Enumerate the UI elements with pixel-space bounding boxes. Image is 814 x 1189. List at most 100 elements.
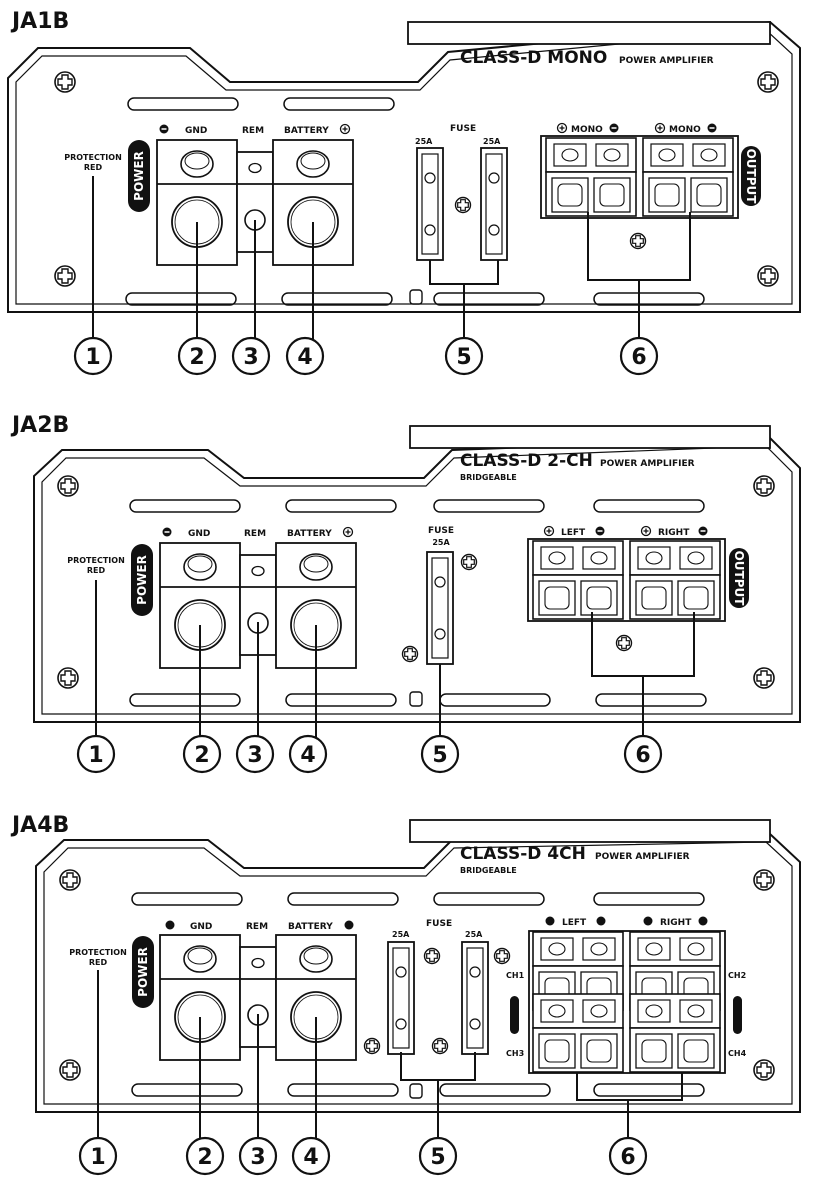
svg-text:1: 1 — [90, 1145, 105, 1170]
dot-icon — [545, 916, 555, 926]
callout-3: 3 — [231, 336, 271, 376]
panel-ja2b: JA2B CLASS-D 2-CH POWER AMPLIFIER BRIDGE… — [10, 413, 801, 774]
panel-ja4b: JA4B CLASS-D 4CH POWER AMPLIFIER BRIDGEA… — [10, 813, 801, 1176]
minus-icon — [697, 525, 709, 537]
callout-6: 6 — [623, 734, 663, 774]
vent-slot — [283, 97, 395, 111]
plus-icon — [556, 122, 568, 134]
vent-slot — [593, 892, 705, 906]
mount-screw-icon — [757, 71, 779, 93]
mount-screw-icon — [753, 667, 775, 689]
minus-icon — [158, 123, 170, 135]
chassis-outline — [7, 20, 801, 313]
plus-icon — [654, 122, 666, 134]
svg-text:4: 4 — [300, 743, 315, 768]
plus-icon — [543, 525, 555, 537]
minus-icon — [608, 122, 620, 134]
power-label: POWER — [136, 947, 150, 997]
fuse-rating-left: 25A — [392, 930, 410, 939]
vent-slot — [285, 693, 397, 707]
dot-icon — [344, 920, 354, 930]
svg-text:4: 4 — [297, 345, 312, 370]
vent-slot — [439, 693, 551, 707]
protection-color-label: RED — [84, 163, 103, 172]
plus-icon — [339, 123, 351, 135]
brand-sub: POWER AMPLIFIER — [595, 852, 690, 862]
vent-slot — [287, 1083, 399, 1097]
bridgeable-label: BRIDGEABLE — [460, 473, 517, 482]
channel-label-4: CH4 — [728, 1049, 747, 1058]
svg-text:3: 3 — [247, 743, 262, 768]
vent-slot — [593, 292, 705, 306]
svg-text:6: 6 — [635, 743, 650, 768]
callout-1: 1 — [73, 336, 113, 376]
vent-slot — [125, 292, 237, 306]
vent-slot — [287, 892, 399, 906]
panel-ja1b: JA1B CLASS-D MONO POWER AMPLIFIER PROTEC… — [7, 9, 801, 376]
output-terminal-pair — [532, 993, 624, 1073]
svg-text:5: 5 — [432, 743, 447, 768]
dot-icon — [165, 920, 175, 930]
vent-slot — [433, 292, 545, 306]
output-terminal-pair — [629, 993, 721, 1073]
vent-slot — [131, 892, 243, 906]
dot-icon — [698, 916, 708, 926]
output-terminal-pair — [532, 540, 624, 620]
fuse-label: FUSE — [428, 526, 454, 536]
rem-label: REM — [242, 126, 264, 136]
fuse-rating-right: 25A — [465, 930, 483, 939]
output-bracket — [576, 1072, 683, 1101]
mount-screw-icon — [59, 1059, 81, 1081]
protection-label: PROTECTION — [67, 556, 125, 565]
fuse-bracket — [400, 1052, 476, 1081]
vent-slot — [593, 1083, 705, 1097]
protection-color-label: RED — [89, 958, 108, 967]
screw-icon — [454, 196, 472, 214]
svg-text:5: 5 — [456, 345, 471, 370]
battery-label: BATTERY — [287, 529, 332, 539]
svg-text:1: 1 — [88, 743, 103, 768]
svg-text:2: 2 — [189, 345, 204, 370]
mount-screw-icon — [57, 475, 79, 497]
svg-text:2: 2 — [197, 1145, 212, 1170]
screw-icon — [423, 947, 441, 965]
output-label-1: MONO — [571, 125, 603, 135]
power-badge — [132, 936, 154, 1008]
screw-icon — [401, 645, 419, 663]
chassis-inner — [15, 29, 793, 305]
channel-label-3: CH3 — [506, 1049, 524, 1058]
output-badge — [741, 146, 761, 206]
plus-icon — [640, 525, 652, 537]
vent-slot — [595, 693, 707, 707]
vent-slot — [439, 1083, 551, 1097]
svg-text:2: 2 — [194, 743, 209, 768]
fuse-holder — [461, 941, 489, 1055]
rem-label: REM — [244, 529, 266, 539]
power-label: POWER — [132, 151, 146, 201]
battery-label: BATTERY — [288, 922, 333, 932]
protection-label: PROTECTION — [64, 153, 122, 162]
callout-5: 5 — [418, 1136, 458, 1176]
output-terminal-pair — [642, 137, 734, 217]
svg-text:1: 1 — [85, 345, 100, 370]
callout-4: 4 — [285, 336, 325, 376]
vent-slot — [433, 499, 545, 513]
screw-icon — [615, 634, 633, 652]
mount-screw-icon — [57, 667, 79, 689]
vent-slot — [281, 292, 393, 306]
output-terminal-pair — [545, 137, 637, 217]
brand-sub: POWER AMPLIFIER — [619, 56, 714, 66]
fuse-label: FUSE — [450, 124, 476, 134]
minus-icon — [706, 122, 718, 134]
vent-slot — [127, 97, 239, 111]
vent-slot — [129, 499, 241, 513]
fuse-rating-right: 25A — [483, 137, 501, 146]
lock-slot — [409, 289, 423, 305]
screw-icon — [629, 232, 647, 250]
callout-2: 2 — [185, 1136, 225, 1176]
brand-main: CLASS-D 2-CH — [460, 451, 593, 471]
callout-4: 4 — [291, 1136, 331, 1176]
power-badge — [128, 140, 150, 212]
model-title: JA1B — [10, 9, 69, 34]
callout-1: 1 — [78, 1136, 118, 1176]
